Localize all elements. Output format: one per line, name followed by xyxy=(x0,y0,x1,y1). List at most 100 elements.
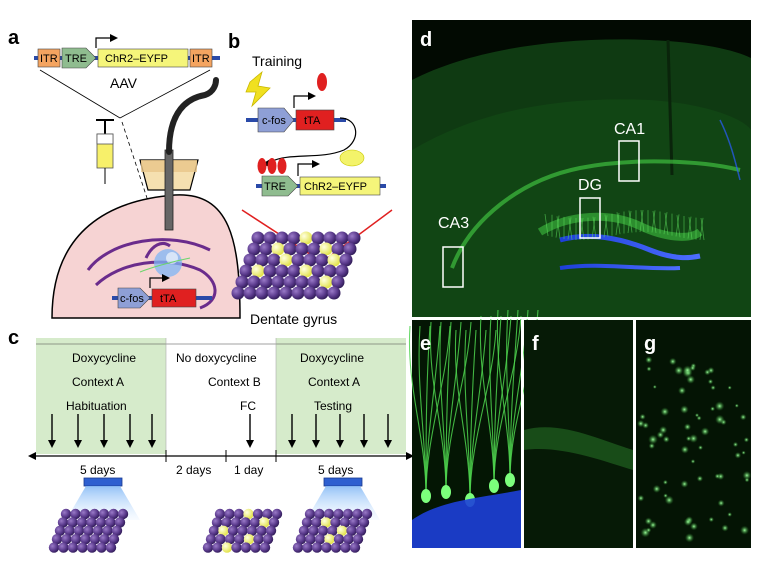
dg-label: DG xyxy=(578,177,602,194)
chr2-protein xyxy=(339,149,365,167)
cell xyxy=(303,253,317,267)
cell xyxy=(237,525,248,536)
ca1-box xyxy=(618,140,640,182)
g-cell xyxy=(660,407,670,417)
dendrite xyxy=(604,214,609,237)
cell xyxy=(89,508,100,520)
cell xyxy=(262,534,274,545)
cell xyxy=(361,508,373,520)
cell xyxy=(262,508,273,520)
cell xyxy=(335,231,349,245)
g-cell xyxy=(684,533,695,543)
panel-b-label: b xyxy=(228,31,240,53)
ca3-label: CA3 xyxy=(438,215,469,232)
cell xyxy=(314,534,326,545)
active-cell xyxy=(319,242,333,256)
cell xyxy=(330,517,341,528)
cfos-tta-transgene: c-fos tTA xyxy=(112,274,212,309)
cell xyxy=(58,542,69,553)
cell xyxy=(108,508,119,520)
panel-d: d CA1 DG CA3 xyxy=(412,20,751,317)
cell xyxy=(252,508,264,520)
phase-4-procedure: Testing xyxy=(314,399,352,413)
phase-3-duration: 1 day xyxy=(234,463,263,477)
cell xyxy=(70,508,81,520)
panel-f: f xyxy=(524,320,633,548)
cell xyxy=(283,275,297,289)
g-cell xyxy=(734,452,742,459)
g-cell xyxy=(710,406,716,412)
g-cell xyxy=(696,475,704,482)
g-cell xyxy=(714,401,725,411)
cell xyxy=(311,231,325,245)
cell xyxy=(57,517,69,528)
cell xyxy=(349,542,361,553)
panel-a-label: a xyxy=(8,27,20,49)
cell xyxy=(343,242,357,256)
dendrite xyxy=(580,217,585,240)
phase-1-bg xyxy=(36,338,166,454)
g-cell xyxy=(689,522,698,531)
cell xyxy=(212,542,223,553)
cell xyxy=(305,534,316,545)
cell xyxy=(79,508,91,520)
cell xyxy=(96,542,107,553)
cell xyxy=(301,517,313,528)
cell xyxy=(60,508,72,520)
g-cell xyxy=(732,441,739,448)
cell xyxy=(263,264,277,278)
dendrite xyxy=(687,216,692,239)
cell xyxy=(271,508,283,520)
cell xyxy=(247,242,261,256)
g-cell xyxy=(707,378,714,385)
b-cfos-label: c-fos xyxy=(262,115,286,127)
cell xyxy=(347,231,361,245)
g-cell xyxy=(648,442,655,450)
e-soma xyxy=(421,489,431,503)
g-cell xyxy=(659,425,668,435)
dendrite xyxy=(544,213,549,237)
active-cell xyxy=(243,508,254,520)
cell xyxy=(240,542,252,553)
cell xyxy=(259,275,273,289)
dg-dendrites xyxy=(544,209,705,241)
dendrite xyxy=(591,217,596,240)
active-cell xyxy=(327,253,341,267)
down-arrow-head xyxy=(360,440,368,448)
cell xyxy=(80,534,91,545)
dendrite xyxy=(568,217,573,240)
g-cell xyxy=(685,435,692,442)
panel-f-label: f xyxy=(532,333,539,355)
phase-4-bg xyxy=(276,338,406,454)
down-arrow-head xyxy=(246,440,254,448)
active-cell xyxy=(221,542,233,553)
cell xyxy=(67,517,78,528)
panel-f-image xyxy=(524,320,633,548)
e-dendrite xyxy=(469,329,497,501)
tre-label: TRE xyxy=(65,53,87,65)
cell xyxy=(352,508,363,520)
cell xyxy=(311,542,323,553)
cell xyxy=(275,264,289,278)
cell xyxy=(263,231,277,245)
dendrite xyxy=(556,216,561,239)
panel-d-label: d xyxy=(420,29,432,51)
cell xyxy=(340,542,351,553)
cell xyxy=(70,534,82,545)
panel-c-label: c xyxy=(8,327,19,349)
cell xyxy=(83,525,94,536)
itr-right-label: ITR xyxy=(192,53,210,65)
active-cell xyxy=(279,253,293,267)
e-dendrite xyxy=(445,321,472,493)
dendrite xyxy=(627,210,632,234)
e-dendrite xyxy=(493,315,522,487)
e-soma xyxy=(489,479,499,493)
cell xyxy=(295,242,309,256)
cell xyxy=(271,275,285,289)
g-cell xyxy=(683,423,692,431)
phase-4-duration: 5 days xyxy=(318,463,353,477)
phase-3-procedure: FC xyxy=(240,399,256,413)
cell xyxy=(339,253,353,267)
driver-construct: c-fos tTA xyxy=(246,73,346,133)
e-soma xyxy=(505,473,515,487)
